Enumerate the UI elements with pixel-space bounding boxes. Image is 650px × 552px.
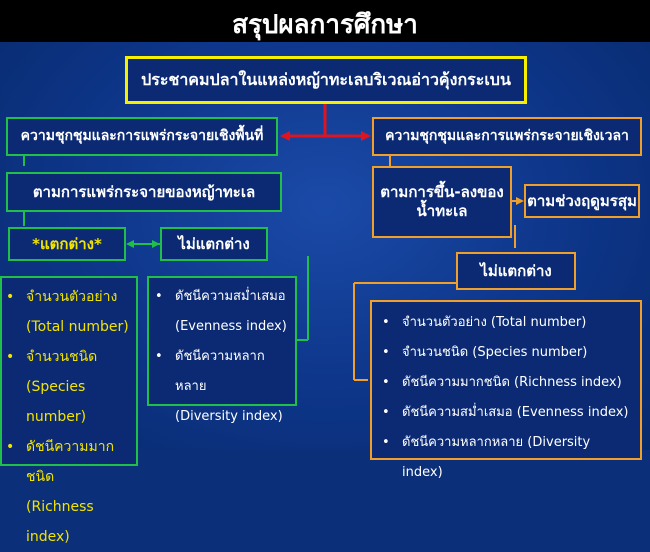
bullet-icon: •	[382, 435, 390, 450]
list-item: •จำนวนชนิด (Species number)	[380, 338, 634, 368]
list-item: •ดัชนีความหลากหลาย	[153, 342, 291, 402]
left-diff-label: *แตกต่าง*	[32, 234, 102, 253]
bullet-icon: •	[382, 345, 390, 360]
title-bar	[0, 0, 650, 42]
tide-label: ตามการขึ้น-ลงของน้ำทะเล	[380, 183, 504, 220]
right-header-box: ความชุกชุมและการแพร่กระจายเชิงเวลา	[372, 117, 642, 156]
list-item-sub: (Diversity index)	[175, 409, 283, 424]
left-header-box: ความชุกชุมและการแพร่กระจายเชิงพื้นที่	[6, 117, 278, 156]
season-box: ตามช่วงฤดูมรสุม	[524, 184, 640, 218]
seagrass-distribution-label: ตามการแพร่กระจายของหญ้าทะเล	[32, 182, 256, 201]
connector-lines	[23, 104, 524, 381]
season-label: ตามช่วงฤดูมรสุม	[527, 191, 637, 210]
green-arrowhead-right	[152, 240, 160, 248]
bullet-icon: •	[6, 439, 15, 455]
red-arrowhead-left	[280, 131, 290, 141]
bullet-icon: •	[155, 349, 163, 364]
list-item-sub: (Total number)	[26, 319, 129, 335]
list-item: •ดัชนีความมากชนิด (Richness index)	[380, 368, 634, 398]
right-list: •จำนวนตัวอย่าง (Total number) •จำนวนชนิด…	[370, 300, 642, 480]
list-item-sub: (Evenness index)	[175, 319, 287, 334]
list-item-sub: (Species number)	[26, 379, 87, 425]
orange-arrowhead	[516, 197, 524, 205]
left-diff-box: *แตกต่าง*	[8, 227, 126, 261]
right-nodiff-box: ไม่แตกต่าง	[456, 252, 576, 290]
bullet-icon: •	[382, 315, 390, 330]
left-nodiff-label: ไม่แตกต่าง	[178, 234, 250, 253]
list-item: •จำนวนตัวอย่าง (Total number)	[380, 308, 634, 338]
bullet-icon: •	[382, 405, 390, 420]
main-box-label: ประชาคมปลาในแหล่งหญ้าทะเลบริเวณอ่าวคุ้งก…	[141, 70, 511, 89]
bullet-icon: •	[6, 349, 15, 365]
right-nodiff-label: ไม่แตกต่าง	[480, 261, 552, 280]
list-item: •ดัชนีความมากชนิด	[4, 432, 132, 492]
left-nodiff-box: ไม่แตกต่าง	[160, 227, 268, 261]
red-arrowhead-right	[361, 131, 371, 141]
seagrass-distribution-box: ตามการแพร่กระจายของหญ้าทะเล	[6, 172, 282, 212]
bullet-icon: •	[382, 375, 390, 390]
list-item: •ดัชนีความหลากหลาย (Diversity index)	[380, 428, 634, 488]
list-item: •ดัชนีความสม่ำเสมอ (Evenness index)	[380, 398, 634, 428]
list-item: •จำนวนตัวอย่าง	[4, 282, 132, 312]
list-item-sub: (Richness index)	[26, 499, 94, 545]
list-item: •ดัชนีความสม่ำเสมอ	[153, 282, 291, 312]
left-nodiff-list: •ดัชนีความสม่ำเสมอ (Evenness index) •ดัช…	[147, 276, 297, 424]
right-header-label: ความชุกชุมและการแพร่กระจายเชิงเวลา	[385, 127, 629, 144]
main-box: ประชาคมปลาในแหล่งหญ้าทะเลบริเวณอ่าวคุ้งก…	[125, 56, 527, 104]
green-arrowhead-left	[126, 240, 134, 248]
left-header-label: ความชุกชุมและการแพร่กระจายเชิงพื้นที่	[20, 127, 264, 144]
tide-box: ตามการขึ้น-ลงของน้ำทะเล	[372, 166, 512, 238]
bullet-icon: •	[6, 289, 15, 305]
list-item: •จำนวนชนิด	[4, 342, 132, 372]
bullet-icon: •	[155, 289, 163, 304]
page-title: สรุปผลการศึกษา	[232, 10, 418, 40]
left-diff-list: •จำนวนตัวอย่าง (Total number) •จำนวนชนิด…	[0, 276, 138, 545]
